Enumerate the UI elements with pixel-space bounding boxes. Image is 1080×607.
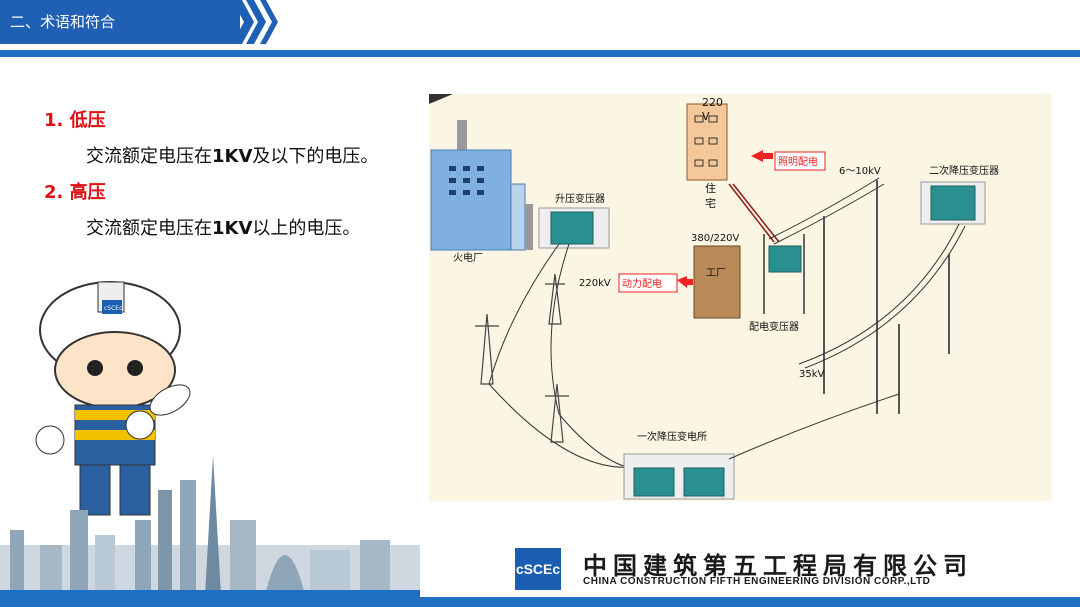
footer-bar [0, 597, 1080, 607]
voltage-380-220-label: 380/220V [691, 233, 740, 244]
transmission-tower-icon [475, 273, 569, 443]
worker-mascot-icon: cSCEc [35, 281, 191, 516]
residence-label-a: 住 [705, 181, 716, 195]
lighting-power-label: 照明配电 [778, 155, 818, 168]
svg-text:cSCEc: cSCEc [104, 305, 122, 312]
lighting-power-box [774, 151, 826, 171]
item-1-desc: 交流额定电压在1KV及以下的电压。 [86, 146, 379, 167]
company-name-cn: 中国建筑第五工程局有限公司 [583, 552, 973, 580]
factory-building [693, 245, 741, 319]
thermal-plant [430, 120, 533, 251]
voltage-35kv-label: 35kV [799, 369, 825, 380]
voltage-220-label: 220 [702, 96, 723, 109]
section-title: 二、术语和符合 [10, 13, 116, 31]
thermal-plant-label: 火电厂 [453, 251, 483, 264]
item-2-desc: 交流额定电压在1KV以上的电压。 [86, 218, 361, 239]
step-up-transformer-label: 升压变压器 [555, 192, 605, 205]
distribution-transformer-label: 配电变压器 [749, 320, 799, 333]
residence-building [686, 103, 728, 181]
item-1-title: 1. 低压 [44, 110, 106, 131]
residence-label-b: 宅 [705, 196, 716, 210]
distribution-transformer-icon [768, 245, 802, 273]
city-skyline-icon [0, 455, 420, 597]
item-2-title: 2. 高压 [44, 182, 106, 203]
power-distribution-label: 动力配电 [622, 277, 662, 290]
factory-label: 工厂 [706, 268, 726, 279]
primary-substation-label: 一次降压变电所 [637, 430, 707, 443]
voltage-220kv-label: 220kV [579, 278, 611, 289]
company-name-en: CHINA CONSTRUCTION FIFTH ENGINEERING DIV… [583, 576, 931, 587]
header-divider [0, 50, 1080, 57]
secondary-step-down-label: 二次降压变压器 [929, 164, 999, 177]
company-logo: cSCEc [515, 548, 561, 590]
step-up-transformer-icon [550, 211, 594, 245]
power-distribution-diagram: 火电厂 升压变压器 220 V 住 宅 照明配电 工厂 380/220V 动力配… [429, 94, 1052, 501]
voltage-6-10kv-label: 6～10kV [839, 166, 881, 177]
voltage-220-unit: V [702, 110, 710, 123]
secondary-step-down-icon [930, 185, 976, 221]
chevron-decoration-icon [232, 0, 278, 44]
header-bar [0, 0, 240, 44]
power-distribution-box [618, 273, 678, 293]
